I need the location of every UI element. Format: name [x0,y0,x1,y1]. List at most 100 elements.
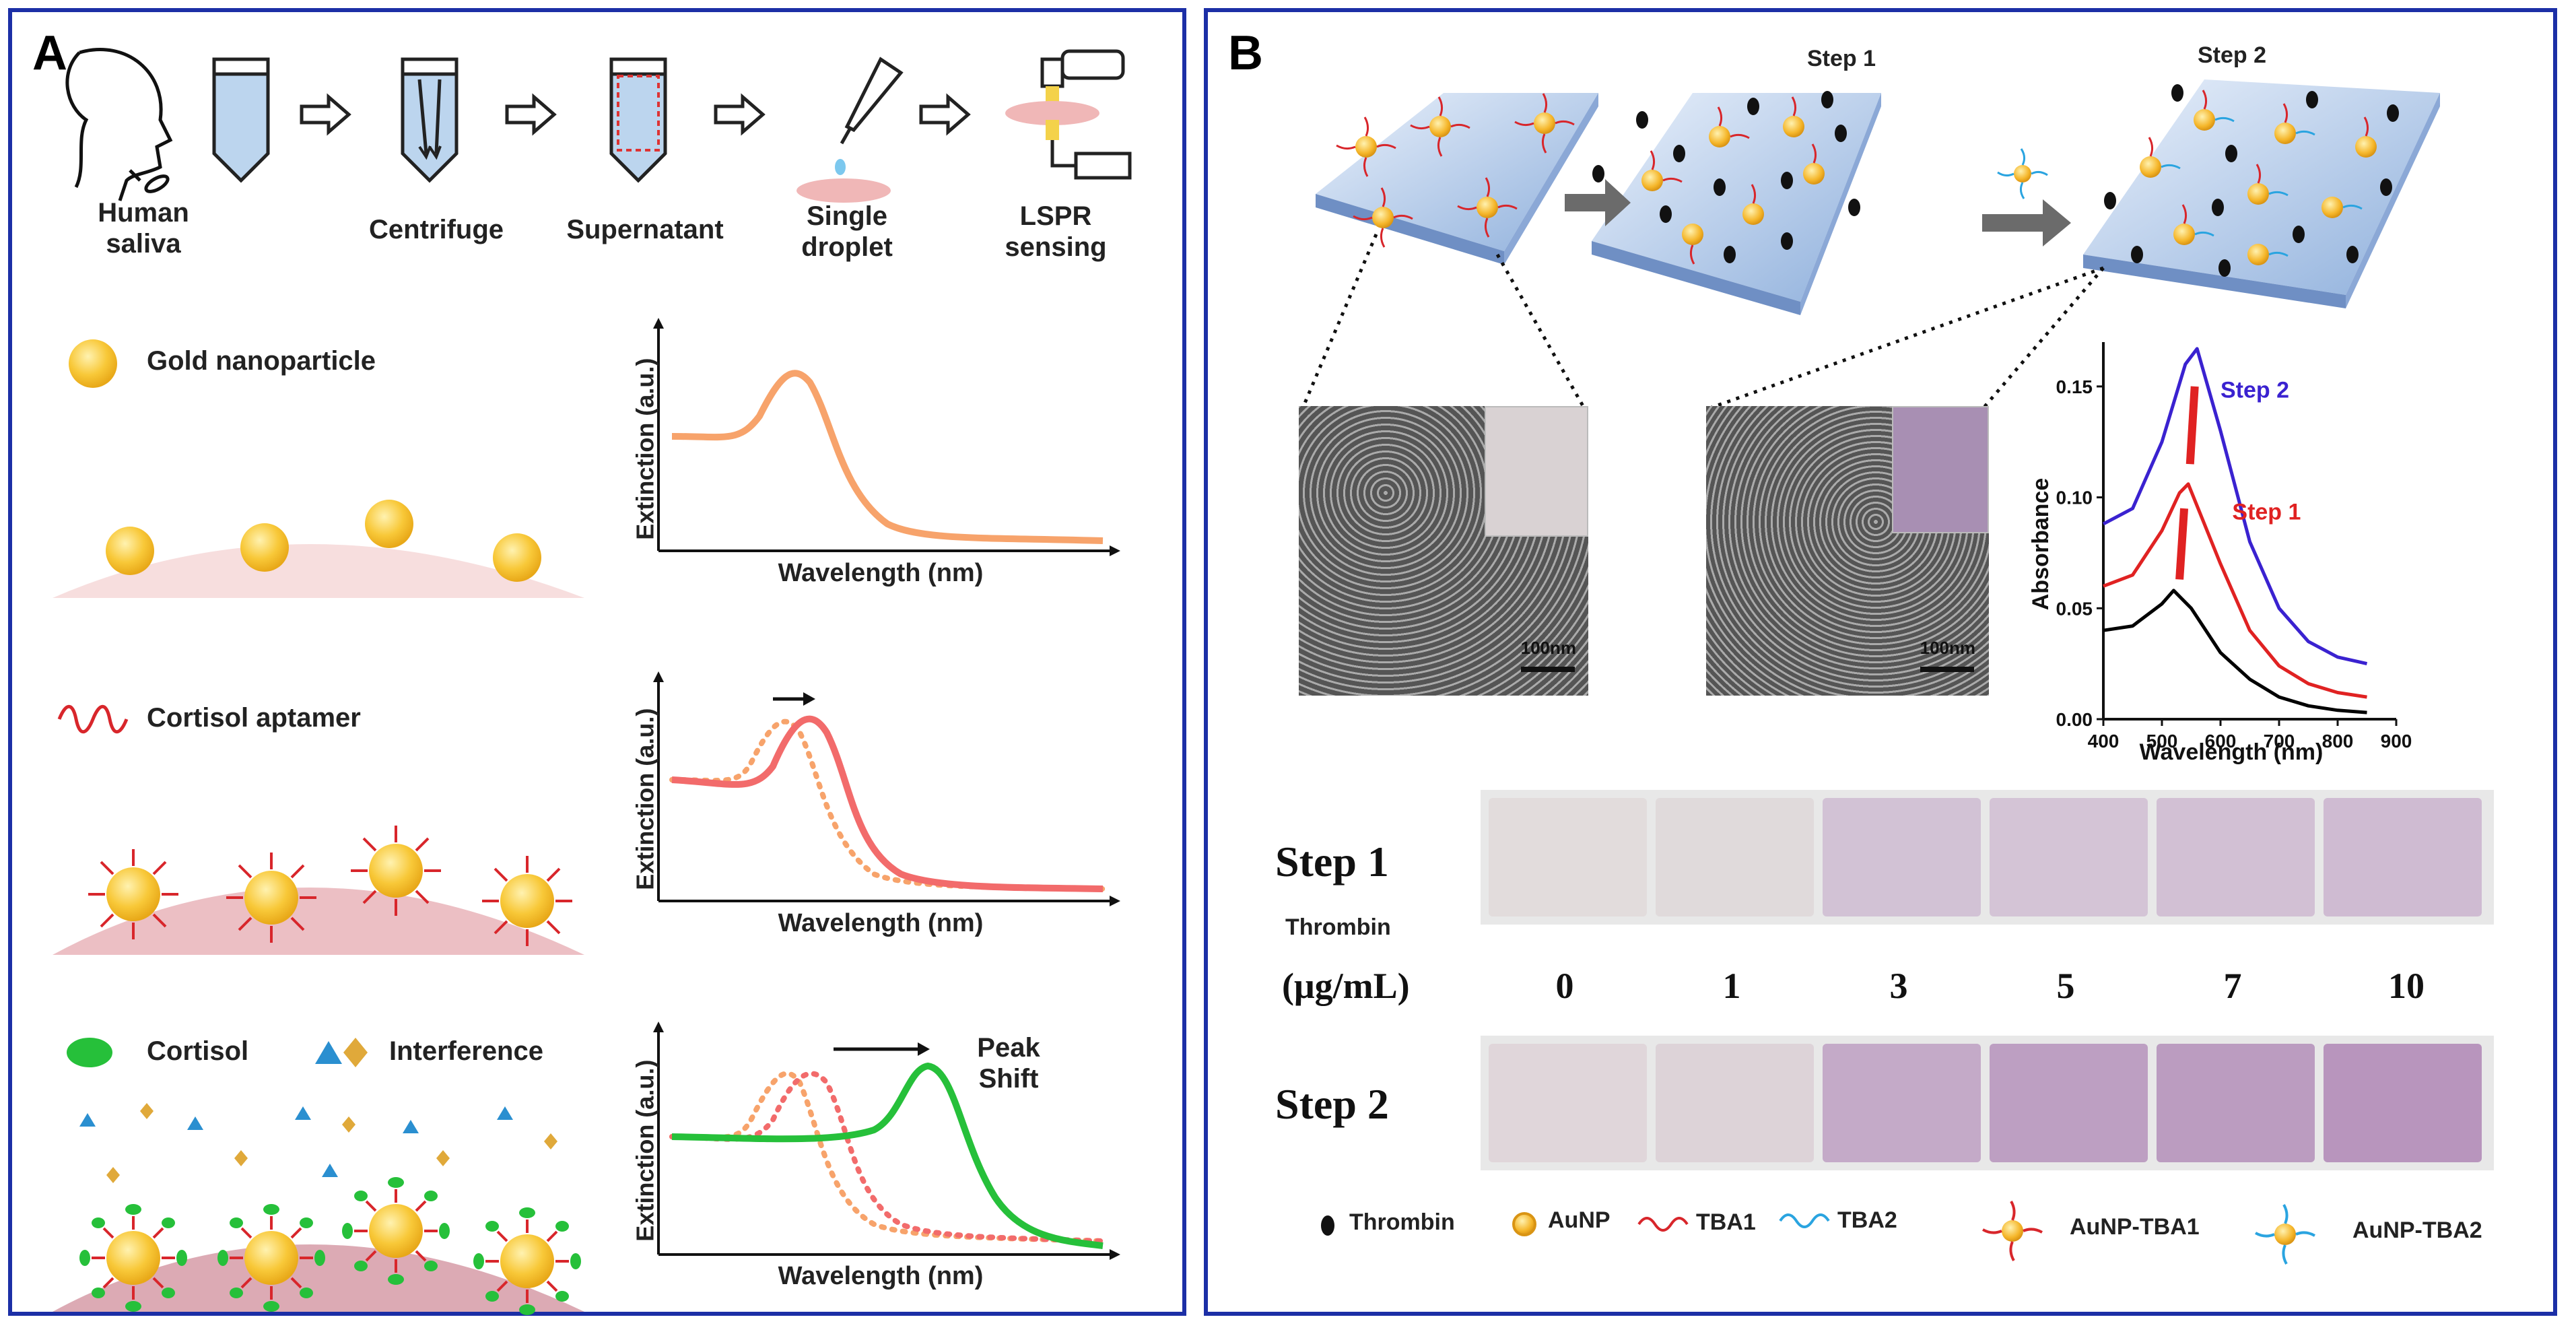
panel-a: A [8,8,1186,1316]
panel-b: B Step 1 Step 2 [1204,8,2557,1316]
process-arrow-2 [1982,199,2071,246]
thrombin-label: Thrombin [1285,914,1391,940]
aunp-tba1-on-slab-1 [1336,93,1575,248]
row-step2-label: Step 2 [1275,1080,1389,1128]
substrate-2 [53,888,584,955]
interference-triangle-icon [315,1041,342,1064]
legend-tba1: TBA1 [1696,1209,1756,1235]
substrate-slab-2 [1592,93,1881,315]
process-arrow-1 [1565,179,1631,226]
chart-series-line-1 [2103,482,2367,699]
substrate-1 [53,544,584,598]
thrombin-binding-slab-2 [1592,91,1860,265]
workflow-arrows [300,93,971,136]
spectrum-plot-3 [653,1022,1120,1260]
legend-interference-label: Interference [389,1036,543,1066]
interference-diamond-icon [343,1038,368,1067]
chart-x-label: Wavelength (nm) [2140,739,2324,765]
panel-a-sections [53,318,1120,1315]
scale-bar-label-2: 100nm [1920,638,1975,658]
x-axis-label-3: Wavelength (nm) [778,1262,984,1290]
tube-icon-1 [212,57,270,183]
tube-icon-3 [609,57,667,183]
legend-thrombin: Thrombin [1349,1209,1455,1235]
conc-3: 3 [1889,966,1908,1006]
workflow-label-2: Centrifuge [369,215,504,244]
chart-x-tick-label: 700 [2264,731,2295,752]
conc-7: 7 [2223,966,2242,1006]
chart-x-tick-label: 800 [2322,731,2354,752]
conc-5: 5 [2056,966,2075,1006]
pipette-icon [796,57,904,203]
conc-0: 0 [1555,966,1574,1006]
chart-annotation-step1: Step 1 [2232,500,2301,525]
panel-b-schematic [1300,79,2440,1265]
chart-series-line-2 [2102,347,2368,666]
chart-y-tick-label: 0.00 [2056,709,2093,730]
step2-chip-1 [1656,1044,1814,1162]
sem-image-1: 100nm [1299,406,1588,696]
step1-strip-row [1481,790,2494,925]
step1-chip-1 [1656,798,1814,916]
gold-nanoparticle-icon [69,339,117,388]
step1-chip-5 [1990,798,2148,916]
sem-image-2: 100nm [1706,406,1989,696]
y-axis-label-1: Extinction (a.u.) [631,358,659,540]
spectrum-curve-orange [671,370,1104,544]
step1-top-label: Step 1 [1807,46,1876,71]
chart-y-tick-label: 0.15 [2056,376,2093,397]
interference-molecules [79,1103,557,1183]
step2-chip-7 [2157,1044,2315,1162]
conc-10: 10 [2388,966,2425,1006]
step2-chip-3 [1823,1044,1981,1162]
workflow-label-4: Single droplet [801,201,893,262]
aptamer-icon [57,704,129,734]
chart-arrow-step2 [2185,386,2199,465]
chart-x-tick-label: 900 [2381,731,2412,752]
sem-inset-1 [1485,406,1588,537]
scale-bar-label-1: 100nm [1520,638,1576,658]
substrate-slab-1 [1316,93,1598,265]
step1-chip-10 [2324,798,2482,916]
chart-x-tick-label: 400 [2088,731,2120,752]
step1-chip-7 [2157,798,2315,916]
scale-bar-1 [1521,667,1575,672]
tube-icon-2 [401,57,459,183]
legend-aptamer-label: Cortisol aptamer [147,703,361,733]
step1-chip-0 [1489,798,1647,916]
chart-arrow-step1 [2175,508,2189,580]
chart-series-line-0 [2103,589,2367,714]
spectrum-curve-red [671,715,1104,892]
chart-y-tick-label: 0.05 [2056,598,2093,619]
y-axis-label-3: Extinction (a.u.) [631,1059,659,1242]
legend-icons [1321,1201,2315,1265]
zoom-lines [1300,234,2105,411]
legend-tba2: TBA2 [1837,1207,1897,1233]
workflow-icons [65,48,1132,203]
step2-top-label: Step 2 [2198,42,2267,68]
legend-cortisol-label: Cortisol [147,1036,249,1066]
legend-aunp-tba2: AuNP-TBA2 [2352,1217,2482,1243]
step2-chip-10 [2324,1044,2482,1162]
lspr-sensor-icon [1005,49,1132,180]
x-axis-label-1: Wavelength (nm) [778,559,984,587]
cortisol-bound-particles [79,1177,581,1315]
human-head-icon [65,48,173,201]
y-axis-label-2: Extinction (a.u.) [631,708,659,890]
scale-bar-2 [1920,667,1974,672]
legend-gold-label: Gold nanoparticle [147,346,376,376]
step2-strip-row [1481,1036,2494,1170]
sem-inset-2 [1892,406,1989,533]
peak-shift-label: Peak Shift [977,1033,1040,1094]
row-step1-label: Step 1 [1275,838,1389,886]
chart-x-tick-label: 600 [2205,731,2237,752]
cortisol-icon [67,1038,112,1067]
chart-y-tick-label: 0.10 [2056,488,2093,508]
free-aunp-tba2 [1997,148,2048,199]
legend-aunp-tba1: AuNP-TBA1 [2070,1214,2200,1240]
step2-chip-0 [1489,1044,1647,1162]
sandwich-slab-3 [2104,84,2399,277]
workflow-label-1: Human saliva [98,198,189,259]
panel-a-label: A [32,26,67,80]
spectrum-plot-2 [653,671,1120,906]
